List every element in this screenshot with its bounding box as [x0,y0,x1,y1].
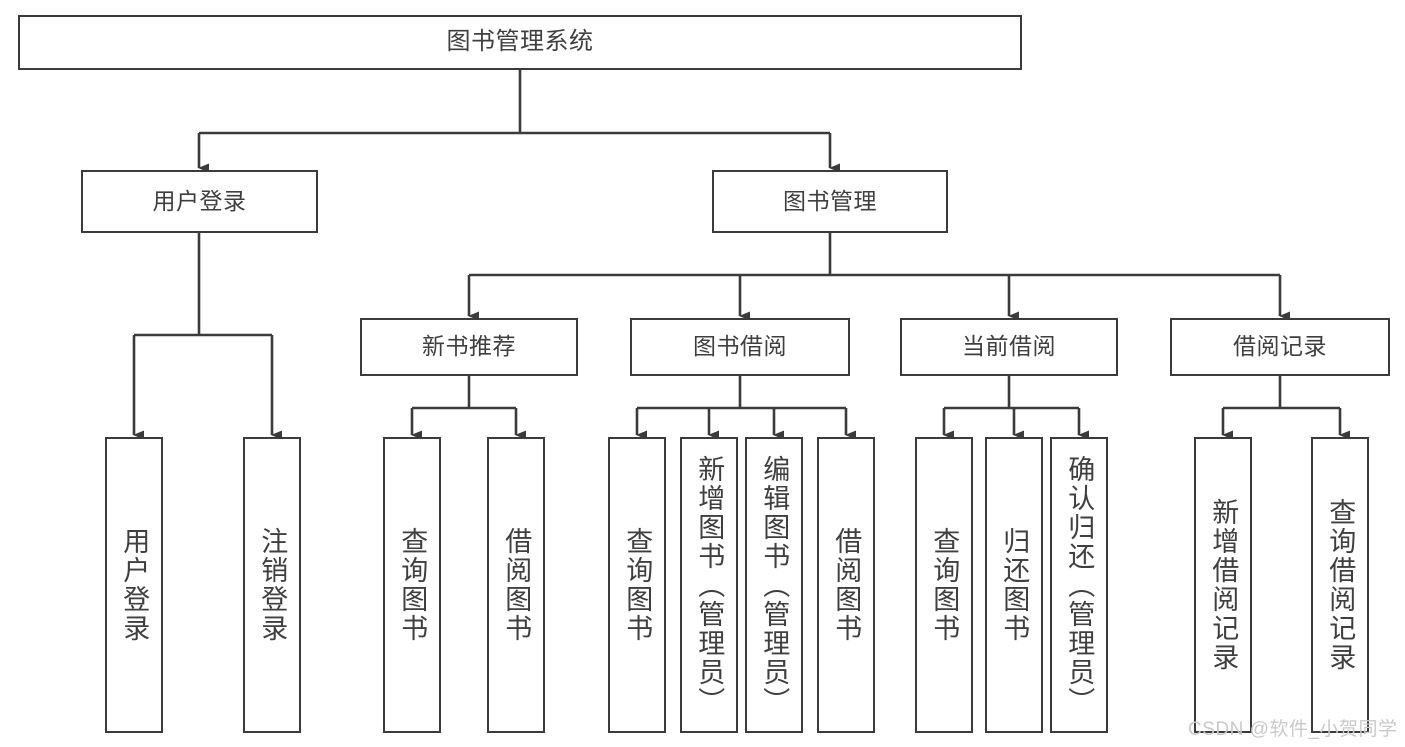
node-book-borrow-label: 图书借阅 [693,333,787,360]
node-leaf-borrow-book-1-label: 借阅图书 [501,527,532,643]
node-leaf-query-book-1[interactable]: 查询图书 [383,437,441,733]
node-leaf-edit-book-label: 编辑图书（管理员） [759,454,790,716]
node-borrow-record[interactable]: 借阅记录 [1170,318,1390,376]
node-leaf-query-book-3[interactable]: 查询图书 [915,437,973,733]
node-leaf-logout-login-label: 注销登录 [257,527,288,643]
node-leaf-borrow-book-1[interactable]: 借阅图书 [487,437,545,733]
node-leaf-edit-book[interactable]: 编辑图书（管理员） [745,437,803,733]
node-book-manage-label: 图书管理 [783,187,877,214]
node-new-book-recommend[interactable]: 新书推荐 [360,318,578,376]
node-leaf-confirm-return-label: 确认归还（管理员） [1064,454,1095,716]
node-user-login-label: 用户登录 [152,187,247,214]
node-root[interactable]: 图书管理系统 [18,15,1022,70]
node-leaf-query-book-2[interactable]: 查询图书 [608,437,666,733]
node-user-login[interactable]: 用户登录 [81,170,318,233]
node-current-borrow[interactable]: 当前借阅 [900,318,1118,376]
node-leaf-user-login-label: 用户登录 [119,527,150,643]
node-current-borrow-label: 当前借阅 [962,333,1056,360]
node-root-label: 图书管理系统 [446,28,594,56]
node-leaf-add-book[interactable]: 新增图书（管理员） [680,437,738,733]
node-new-book-recommend-label: 新书推荐 [422,333,516,360]
node-leaf-query-book-1-label: 查询图书 [397,527,428,643]
node-leaf-add-book-label: 新增图书（管理员） [694,454,725,716]
node-leaf-logout-login[interactable]: 注销登录 [243,437,301,733]
node-book-manage[interactable]: 图书管理 [712,170,948,233]
node-book-borrow[interactable]: 图书借阅 [630,318,850,376]
node-borrow-record-label: 借阅记录 [1233,333,1327,360]
node-leaf-query-book-2-label: 查询图书 [622,527,653,643]
node-leaf-borrow-book-2-label: 借阅图书 [831,527,862,643]
node-leaf-confirm-return[interactable]: 确认归还（管理员） [1050,437,1108,733]
node-leaf-return-book-label: 归还图书 [999,527,1030,643]
node-leaf-user-login[interactable]: 用户登录 [105,437,163,733]
node-leaf-borrow-book-2[interactable]: 借阅图书 [817,437,875,733]
node-leaf-add-record-label: 新增借阅记录 [1208,498,1239,672]
node-leaf-query-record[interactable]: 查询借阅记录 [1311,437,1369,733]
node-leaf-return-book[interactable]: 归还图书 [985,437,1043,733]
node-leaf-query-book-3-label: 查询图书 [929,527,960,643]
node-leaf-query-record-label: 查询借阅记录 [1325,498,1356,672]
csdn-watermark: CSDN @软件_小贺同学 [1188,719,1398,740]
node-leaf-add-record[interactable]: 新增借阅记录 [1194,437,1252,733]
